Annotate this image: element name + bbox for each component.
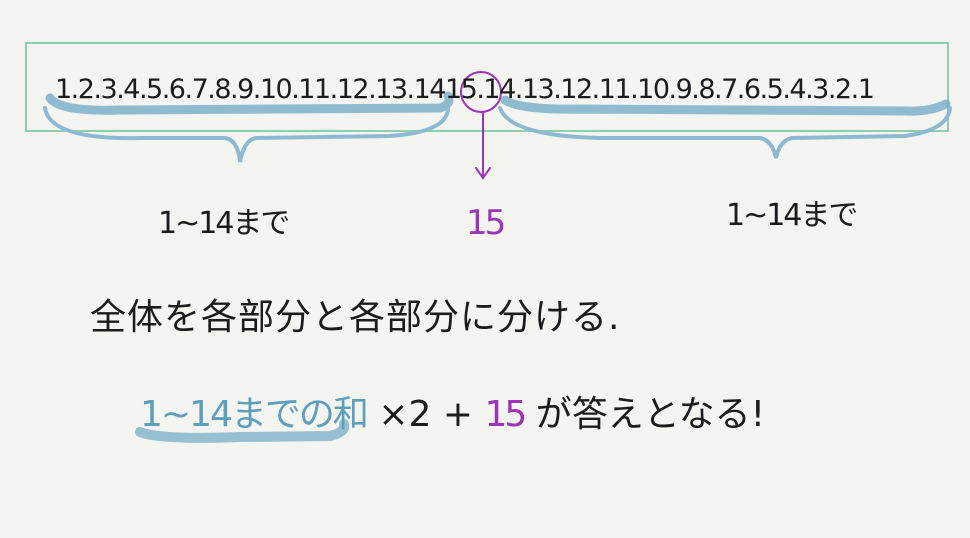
highlight-right <box>500 95 951 116</box>
sequence-right: .14.13.12.11.10.9.8.7.6.5.4.3.2.1 <box>476 74 875 105</box>
highlight-left <box>45 91 454 115</box>
explanation-line-1: 全体を各部分と各部分に分ける. <box>90 297 621 338</box>
label-right: 1~14まで <box>726 198 858 233</box>
number-sequence: 1.2.3.4.5.6.7.8.9.10.11.12.13.1415.14.13… <box>55 74 875 105</box>
arrow-head-icon <box>475 167 491 180</box>
times-two: ×2 + <box>378 394 474 435</box>
label-left: 1~14まで <box>158 206 290 241</box>
sum-phrase: 1~14までの和 <box>140 394 369 435</box>
fifteen-circle <box>460 71 502 113</box>
highlight-sum <box>135 419 350 443</box>
sequence-frame <box>25 42 949 132</box>
brace-left <box>43 106 450 163</box>
answer-phrase: が答えとなる! <box>535 394 766 435</box>
sequence-center: 15 <box>444 74 478 105</box>
brace-right <box>498 106 952 159</box>
label-middle: 15 <box>466 203 506 243</box>
sequence-left: 1.2.3.4.5.6.7.8.9.10.11.12.13.14 <box>55 74 446 105</box>
fifteen-term: 15 <box>484 394 527 435</box>
explanation-line-2: 1~14までの和 ×2 + 15 が答えとなる! <box>140 385 765 437</box>
